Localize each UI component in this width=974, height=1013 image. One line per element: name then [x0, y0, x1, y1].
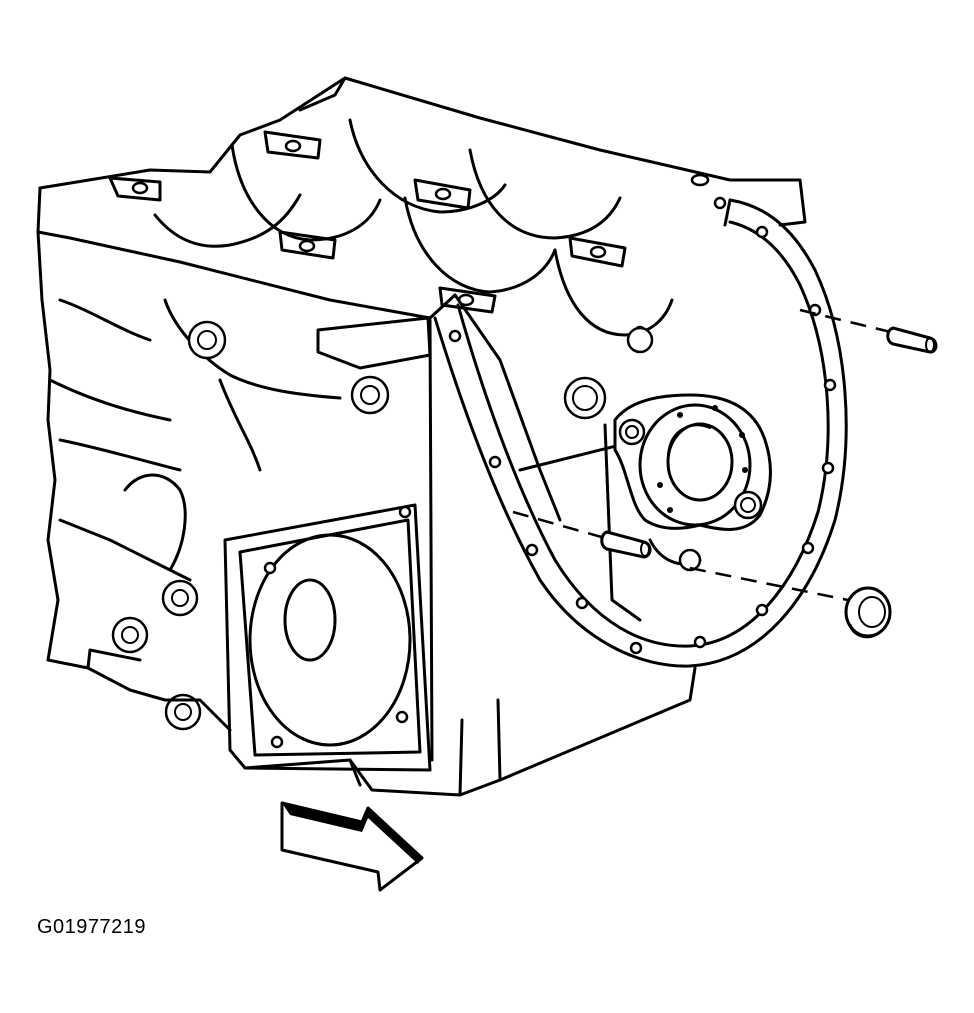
rear-cover-plate: [433, 196, 848, 668]
figure-id-label: G01977219: [37, 916, 147, 938]
dowel-pin-upper: [799, 308, 938, 354]
arrow-icon: [280, 801, 424, 892]
engine-block: [36, 76, 807, 797]
seal-ring: [689, 566, 892, 639]
dowel-pin-lower: [512, 510, 652, 559]
rear-seal-housing: [613, 393, 772, 531]
